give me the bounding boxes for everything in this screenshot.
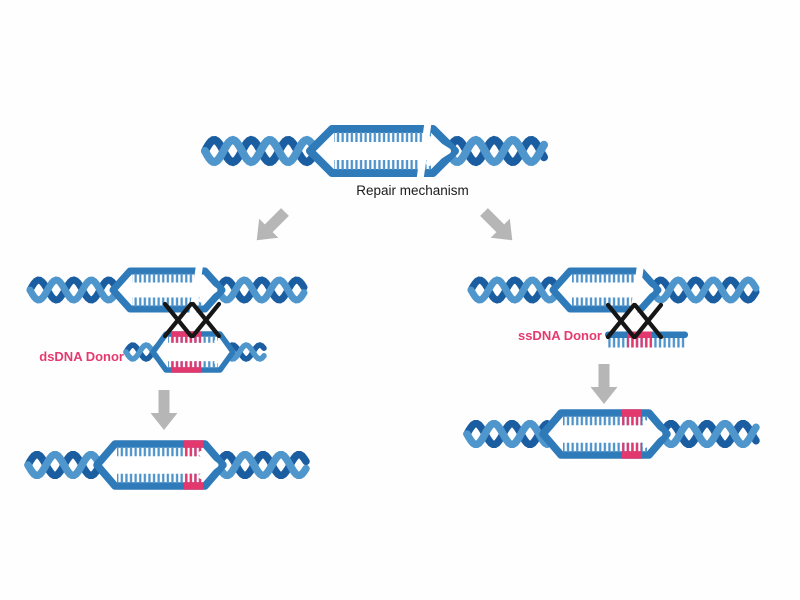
broken-dna-dsdna-branch: [26, 263, 308, 317]
repaired-dna-left: [24, 440, 310, 490]
broken-dna-ssdna-branch: [467, 263, 760, 317]
branch-arrow-right-icon: [480, 208, 513, 241]
broken-dna-double-strand-break: [201, 120, 548, 182]
dsdna-donor-label: dsDNA Donor: [39, 349, 124, 364]
result-arrow-left-icon: [150, 390, 178, 430]
crossover-x-marks-right: [605, 302, 664, 340]
crossover-x-marks-left: [162, 301, 222, 339]
ssdna-donor-molecule: [605, 331, 688, 348]
repair-mechanism-label: Repair mechanism: [356, 183, 469, 198]
ssdna-donor-label: ssDNA Donor: [517, 328, 602, 343]
branch-arrow-left-icon: [256, 208, 289, 241]
repaired-dna-right: [463, 409, 760, 459]
result-arrow-right-icon: [590, 364, 618, 404]
dsdna-donor-molecule: [123, 331, 267, 373]
